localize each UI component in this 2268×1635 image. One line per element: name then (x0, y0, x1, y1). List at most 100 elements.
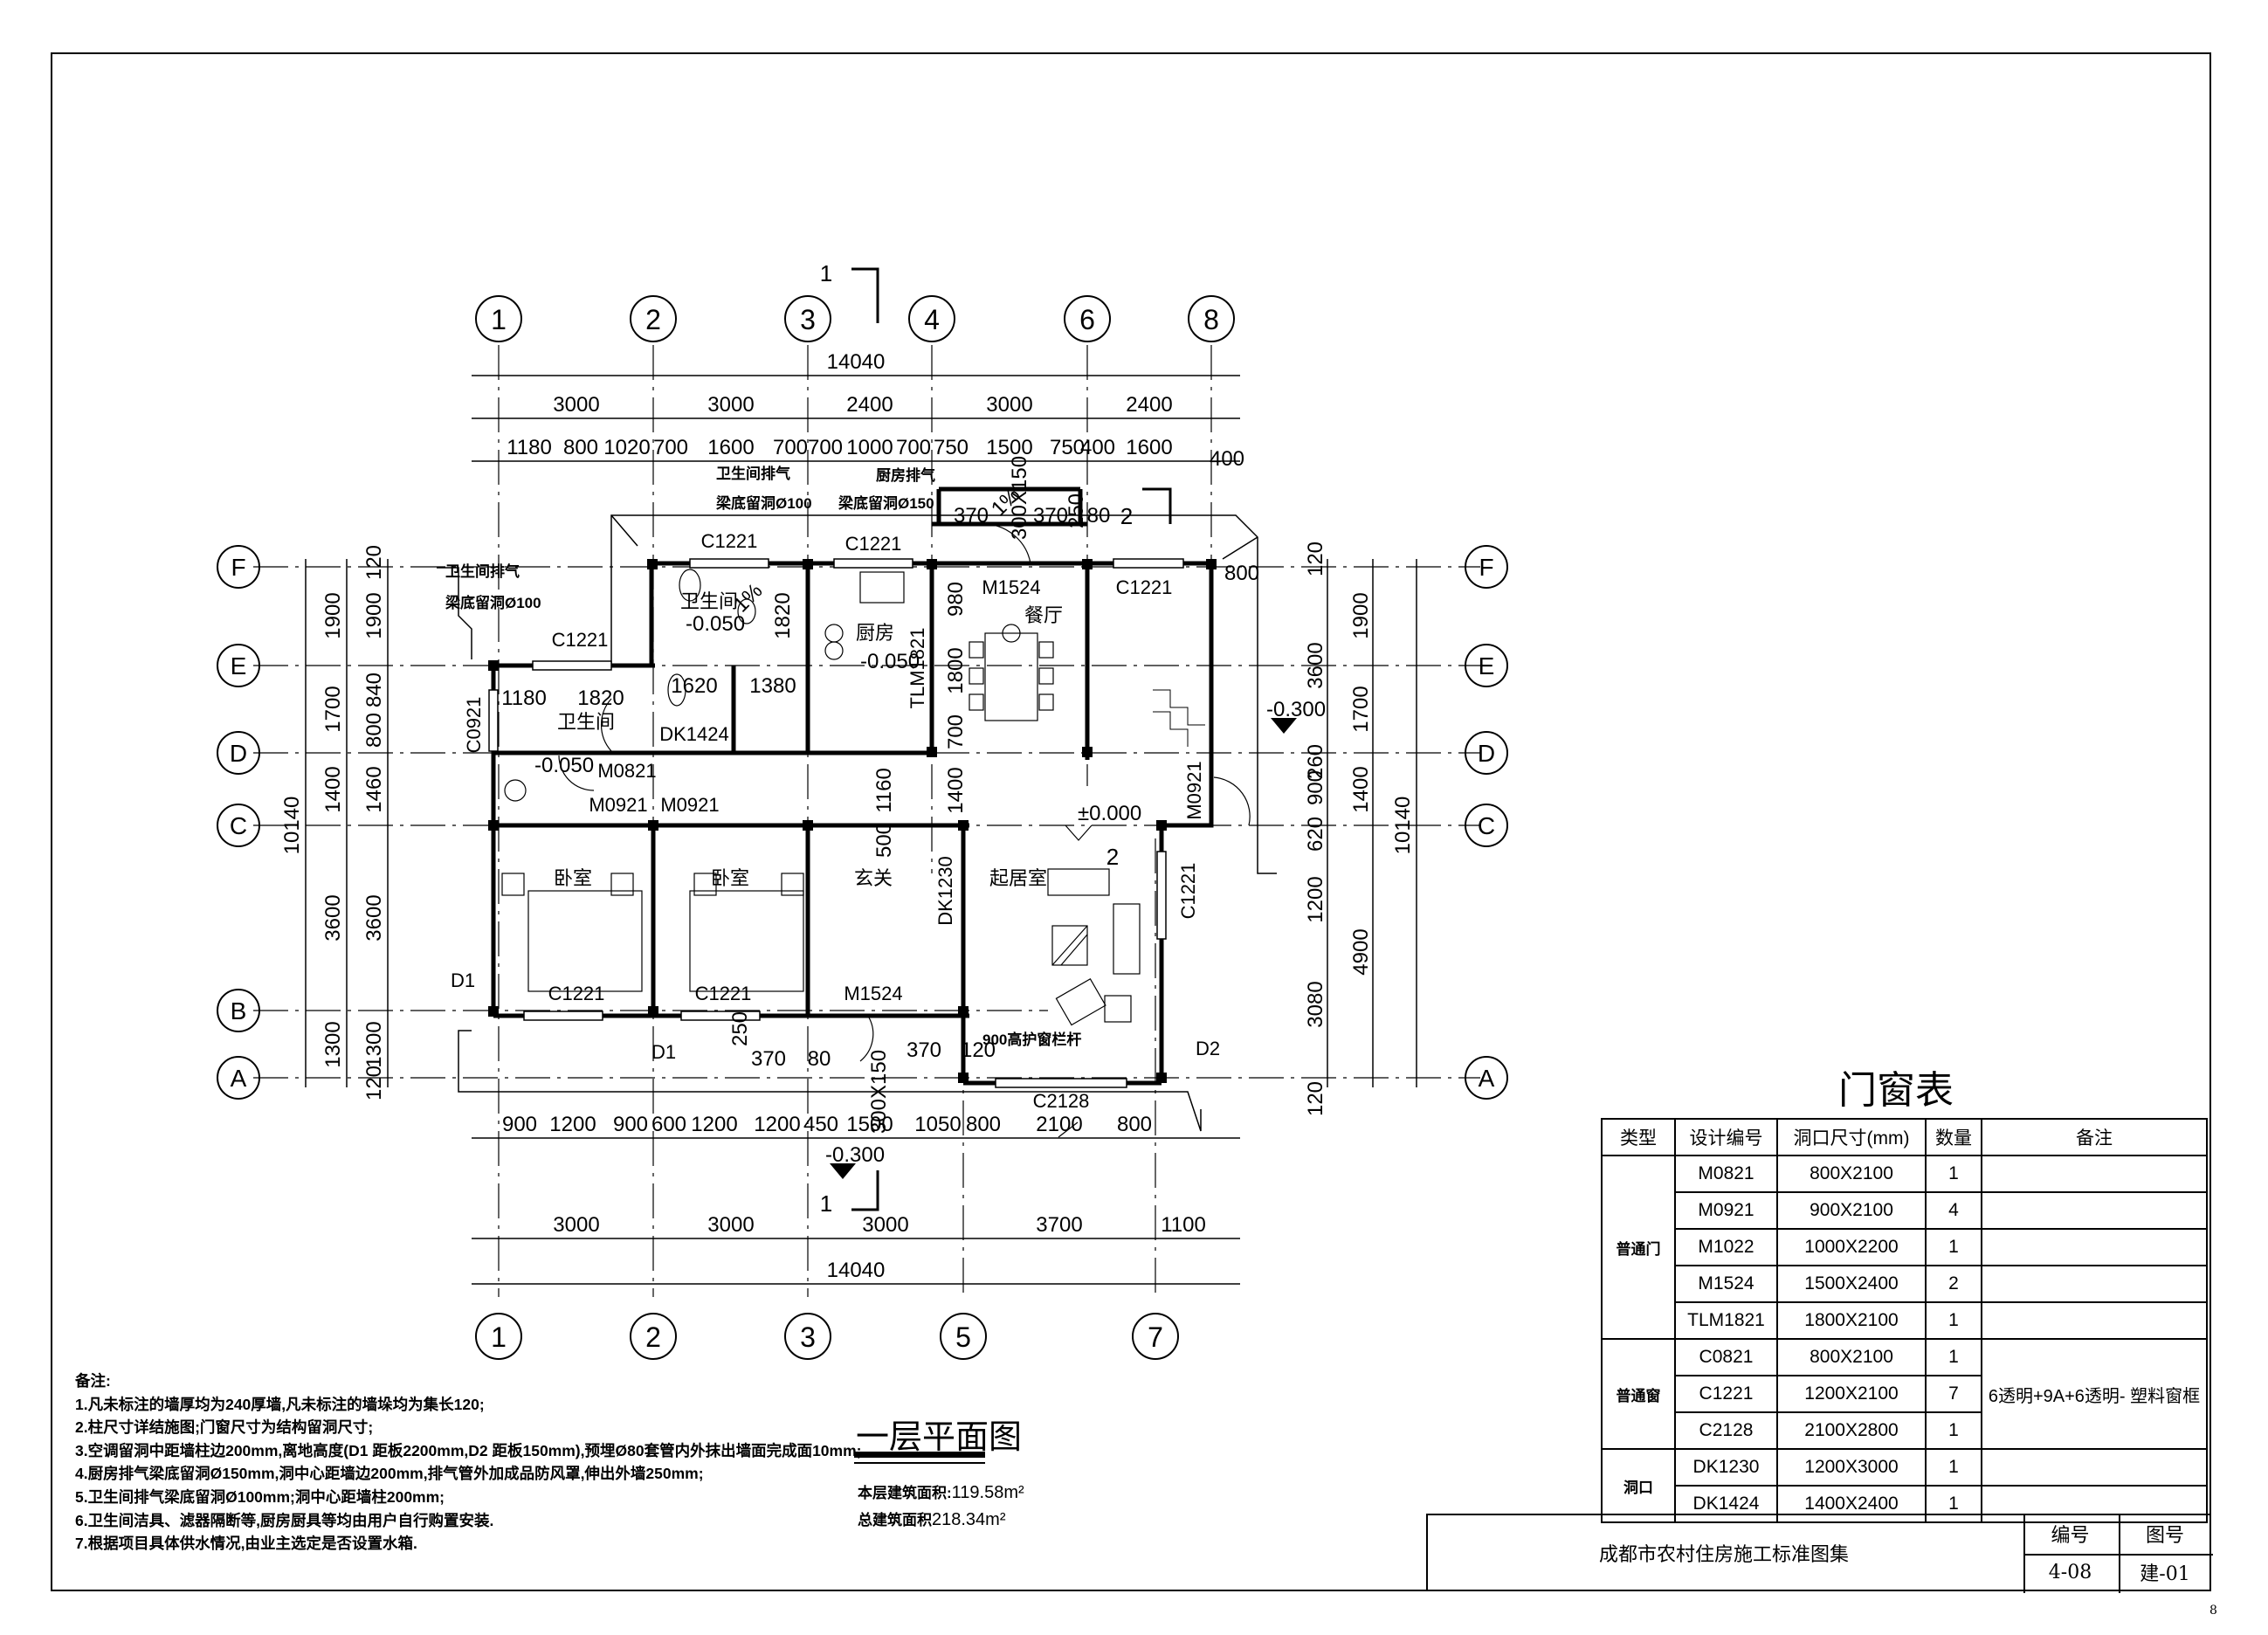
table-cell-note (1981, 1228, 2208, 1266)
label-dk1424: DK1424 (659, 723, 729, 745)
table-cell-note (1981, 1485, 2208, 1523)
dim-bottom-r2: 3000 (707, 1213, 754, 1237)
label-c1221-2: C1221 (845, 533, 902, 555)
table-cell: 1400X2400 (1776, 1485, 1927, 1523)
vent-note-3b: 梁底留洞Ø100 (445, 594, 541, 611)
label-m1524-bottom: M1524 (844, 983, 902, 1004)
table-cell-type: 洞口 (1601, 1448, 1676, 1523)
dim-1160: 1160 (872, 768, 896, 813)
dim-bottom-r1: 1200 (549, 1113, 596, 1136)
room-bedroom-2: 卧室 (711, 867, 749, 889)
room-toilet-1: 卫生间 (680, 590, 738, 612)
table-header: 类型 (1601, 1118, 1676, 1156)
table-cell: 7 (1925, 1375, 1982, 1413)
table-cell: 1 (1925, 1228, 1982, 1266)
axis-E-left: E (231, 652, 247, 680)
dim-800: 800 (1224, 562, 1259, 585)
dim-top-r2: 3000 (986, 393, 1032, 417)
axis-2-top: 2 (645, 304, 661, 335)
railing-note: 900高护窗栏杆 (982, 1031, 1081, 1048)
label-d1-1: D1 (451, 969, 475, 991)
level-front: -0.300 (825, 1143, 885, 1167)
dim-top-r3: 700 (808, 436, 843, 459)
table-cell: TLM1821 (1674, 1301, 1778, 1340)
label-d2: D2 (1196, 1038, 1220, 1059)
dim-300x150-top: 300X150 (1008, 456, 1031, 540)
note-line: 6.卫生间洁具、滤器隔断等,厨房厨具等均由用户自行购置安装. (75, 1511, 494, 1529)
dim-right: 1400 (1349, 766, 1373, 812)
table-cell: DK1424 (1674, 1485, 1778, 1523)
section-mark-top: 1 (820, 260, 832, 286)
dim-250: 250 (728, 1011, 752, 1046)
room-dining: 餐厅 (1024, 604, 1063, 626)
total-area-value: 218.34m² (932, 1510, 1006, 1529)
level-toilet-1: -0.050 (686, 612, 745, 636)
axis-1-top: 1 (491, 304, 507, 335)
label-c1221-1: C1221 (701, 530, 758, 552)
total-area-label: 总建筑面积 (858, 1512, 932, 1528)
door-window-table: 类型 设计编号 洞口尺寸(mm) 数量 备注 普通门 M0821 800X210… (1601, 1118, 2208, 1523)
section-mark-bottom: 1 (820, 1190, 832, 1217)
room-living: 起居室 (989, 867, 1047, 889)
table-cell: M1022 (1674, 1228, 1778, 1266)
table-cell: 4 (1925, 1191, 1982, 1230)
axis-7-bottom: 7 (1148, 1321, 1163, 1353)
note-line: 7.根据项目具体供水情况,由业主选定是否设置水箱. (75, 1535, 417, 1553)
dim-left-inner: 840 (362, 673, 386, 707)
dim-right-inner: 260 (1304, 744, 1327, 779)
label-m1524-top: M1524 (982, 576, 1040, 598)
dim-bottom-r1: 450 (803, 1113, 838, 1136)
table-cell-note (1981, 1191, 2208, 1230)
level-toilet-2: -0.050 (534, 754, 594, 777)
table-header: 数量 (1925, 1118, 1982, 1156)
table-cell: 1200X3000 (1776, 1448, 1927, 1487)
level-kitchen: -0.050 (860, 650, 920, 673)
dim-top-r3: 1600 (1126, 436, 1172, 459)
axis-C-right: C (1478, 812, 1495, 839)
table-cell: 1500X2400 (1776, 1265, 1927, 1303)
axis-5-bottom: 5 (955, 1321, 971, 1353)
dim-top-r3: 1020 (603, 436, 650, 459)
table-row: 普通窗 C0821 800X2100 1 6透明+9A+6透明- 塑料窗框 (1601, 1338, 2208, 1450)
dim-left-inner: 3600 (362, 894, 386, 941)
door-window-table-title: 门窗表 (1838, 1068, 1954, 1113)
dim-top-r3: 1600 (707, 436, 754, 459)
table-cell: 1 (1925, 1411, 1982, 1450)
table-row: C1221 1200X2100 7 (1602, 1375, 2207, 1413)
drawing-frame (51, 52, 2211, 1591)
dim-700: 700 (944, 714, 968, 749)
dim-80b: 80 (808, 1047, 831, 1071)
note-line: 2.柱尺寸详结施图;门窗尺寸为结构留洞尺寸; (75, 1418, 374, 1437)
dim-right-inner: 120 (1304, 542, 1327, 576)
table-header-row: 类型 设计编号 洞口尺寸(mm) 数量 备注 (1601, 1118, 2208, 1156)
dim-top-r3: 700 (773, 436, 808, 459)
label-c1221-3: C1221 (552, 629, 609, 651)
dim-1380: 1380 (749, 674, 796, 698)
axis-F-right: F (1479, 554, 1493, 581)
axis-B-left: B (231, 997, 247, 1024)
axis-3-top: 3 (800, 304, 816, 335)
table-row: 普通门 M0821 800X2100 1 (1601, 1155, 2208, 1340)
dim-left: 1700 (321, 686, 345, 732)
table-row: DK1424 1400X2400 1 (1602, 1485, 2208, 1523)
room-kitchen: 厨房 (856, 622, 894, 644)
table-cell-note (1981, 1301, 2208, 1340)
dim-left: 1900 (321, 592, 345, 638)
section-mark-2-top: 2 (1120, 503, 1133, 529)
label-m0921-1: M0921 (589, 794, 647, 816)
dim-1180: 1180 (501, 686, 547, 710)
room-foyer: 玄关 (854, 867, 893, 889)
table-cell: C1221 (1674, 1375, 1778, 1413)
axis-4-top: 4 (924, 304, 940, 335)
label-c1221-6: C1221 (695, 983, 752, 1004)
table-cell-note (1981, 1265, 2208, 1303)
label-c1221-5: C1221 (548, 983, 605, 1004)
dim-right: 4900 (1349, 928, 1373, 975)
table-row: TLM1821 1800X2100 1 (1602, 1301, 2208, 1340)
dim-left-inner: 120 (362, 1066, 386, 1100)
dim-left: 1400 (321, 766, 345, 812)
table-cell: C0821 (1674, 1338, 1778, 1376)
table-row: 洞口 DK1230 1200X3000 1 (1601, 1448, 2208, 1523)
dim-top-total: 14040 (827, 350, 886, 374)
